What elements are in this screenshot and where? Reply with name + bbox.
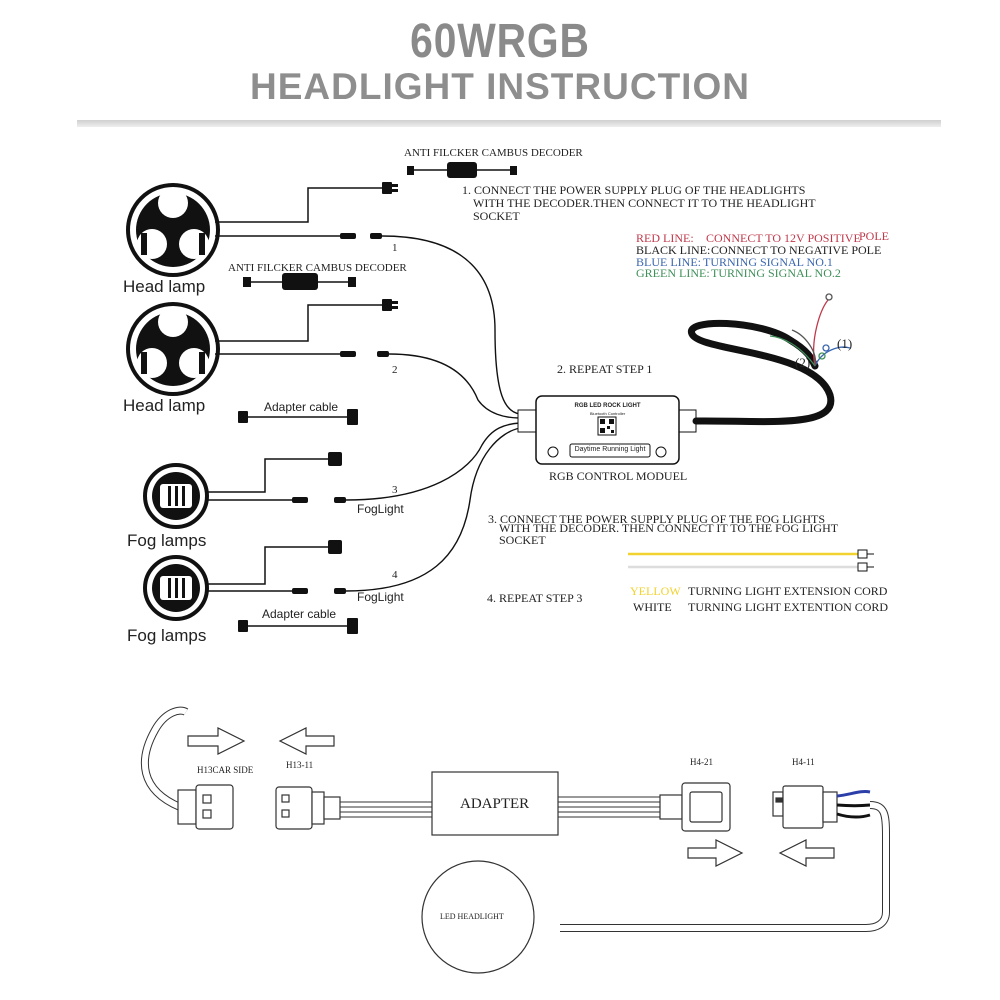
head-lamp-2-icon xyxy=(126,302,220,396)
arrow-left-icon xyxy=(278,727,835,867)
module-brand: RGB LED ROCK LIGHT xyxy=(574,403,641,409)
wire-number-3: 3 xyxy=(392,484,398,496)
step-1-line-1: 1. CONNECT THE POWER SUPPLY PLUG OF THE … xyxy=(462,183,806,197)
wire-number-1: 1 xyxy=(392,242,398,254)
legend-blue-key: BLUE LINE: xyxy=(636,255,701,269)
h4-11-plug xyxy=(772,785,838,829)
foglight-1-label: FogLight xyxy=(357,502,404,516)
step-3-line-1: 3. CONNECT THE POWER SUPPLY PLUG OF THE … xyxy=(488,512,826,526)
adapter-label: ADAPTER xyxy=(460,796,530,812)
legend-yellow-value: TURNING LIGHT EXTENSION CORD xyxy=(688,584,888,598)
h4-21-label: H4-21 xyxy=(690,757,713,767)
header-divider xyxy=(77,120,941,127)
arrow-right-icon xyxy=(187,727,744,867)
fog-lamp-1-label: Fog lamps xyxy=(127,531,207,550)
qr-code-icon xyxy=(597,416,617,436)
legend-green-key: GREEN LINE: xyxy=(636,266,710,280)
legend-black-key: BLACK LINE: xyxy=(636,243,711,257)
adapter-cable-icon xyxy=(238,409,358,634)
decoder-top-label: ANTI FILCKER CAMBUS DECODER xyxy=(404,147,583,159)
legend-red-value-2: POLE xyxy=(859,229,889,243)
step-2: 2. REPEAT STEP 1 xyxy=(557,362,653,376)
page-title: 60WRGB xyxy=(410,15,590,68)
h13-car-side-plug xyxy=(177,784,234,830)
module-label: RGB CONTROL MODUEL xyxy=(549,469,688,483)
extension-cords xyxy=(628,549,874,572)
step-4: 4. REPEAT STEP 3 xyxy=(487,591,583,605)
adapter-cable-2-label: Adapter cable xyxy=(262,607,337,621)
fog-lamp-1-icon xyxy=(143,463,209,529)
step-1-line-2: WITH THE DECODER.THEN CONNECT IT TO THE … xyxy=(473,196,816,210)
led-headlight-icon xyxy=(421,860,535,974)
page-subtitle: HEADLIGHT INSTRUCTION xyxy=(250,66,750,107)
h4-11-label: H4-11 xyxy=(792,757,815,767)
legend-white-value: TURNING LIGHT EXTENTION CORD xyxy=(688,600,889,614)
decoder-top-icon xyxy=(407,162,517,178)
step-1-line-3: SOCKET xyxy=(473,209,520,223)
h13-11-plug xyxy=(275,786,341,830)
rgb-control-module xyxy=(517,395,697,465)
head-lamp-2-label: Head lamp xyxy=(123,396,206,415)
legend-red-key: RED LINE: xyxy=(636,231,694,245)
module-sub: Bluetooth Controller xyxy=(589,411,626,416)
legend-red-value: CONNECT TO 12V POSITIVE xyxy=(706,231,861,245)
pigtail-number-2: (2) xyxy=(795,355,811,370)
wire-number-2: 2 xyxy=(392,364,398,376)
legend-white-key: WHITE xyxy=(633,600,672,614)
pigtail-number-1: (1) xyxy=(837,336,853,351)
step-3-line-2: WITH THE DECODER. THEN CONNECT IT TO THE… xyxy=(499,521,839,535)
legend-blue-value: TURNING SIGNAL NO.1 xyxy=(703,255,833,269)
legend-green-value: TURNING SIGNAL NO.2 xyxy=(711,266,841,280)
wire-number-4: 4 xyxy=(392,569,398,581)
led-headlight-label: LED HEADLIGHT xyxy=(440,912,504,921)
step-3-line-3: SOCKET xyxy=(499,533,546,547)
head-lamp-1-icon xyxy=(126,183,220,277)
decoder-mid-icon xyxy=(243,273,356,290)
adapter-box xyxy=(431,771,559,836)
h13-11-label: H13-11 xyxy=(286,760,314,770)
decoder-mid-label: ANTI FILCKER CAMBUS DECODER xyxy=(228,262,407,274)
h13-car-side-label: H13CAR SIDE xyxy=(197,765,254,775)
adapter-cable-1-label: Adapter cable xyxy=(264,400,339,414)
foglight-2-label: FogLight xyxy=(357,590,404,604)
head-lamp-1-label: Head lamp xyxy=(123,277,206,296)
daytime-running-light-button: Daytime Running Light xyxy=(574,446,646,453)
legend-black-value: CONNECT TO NEGATIVE POLE xyxy=(711,243,882,257)
fog-lamp-2-label: Fog lamps xyxy=(127,626,207,645)
fog-lamp-2-icon xyxy=(143,555,209,621)
legend-yellow-key: YELLOW xyxy=(630,584,681,598)
connector-icon xyxy=(292,182,398,594)
h4-21-plug xyxy=(659,782,731,832)
